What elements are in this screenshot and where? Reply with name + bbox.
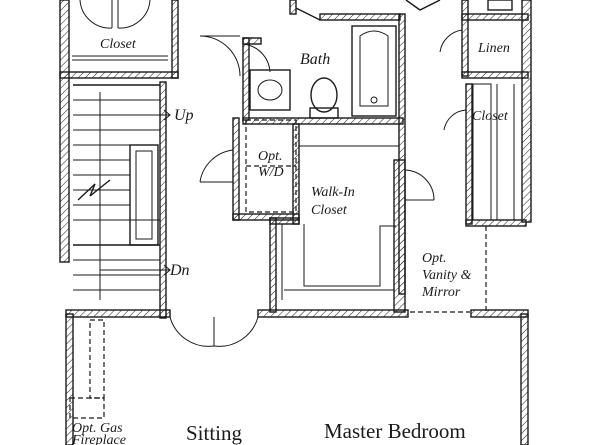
top-closet	[59, 0, 179, 79]
fireplace	[69, 319, 105, 419]
sitting-label: Sitting	[186, 421, 243, 445]
walk-in-closet-label-text-line: Closet	[311, 203, 348, 218]
opt-wd-label: Opt.W/D	[258, 149, 284, 180]
vanity-label-text-line: Opt.	[422, 251, 447, 266]
closet-top-label: Closet	[100, 37, 137, 52]
stair-up-label: Up	[174, 107, 194, 124]
opt-wd-label-text-line: W/D	[258, 165, 284, 180]
closet-right-label: Closet	[472, 109, 509, 124]
vanity-label-text: Opt. Vanity & Mirror	[421, 251, 471, 300]
fireplace-label-text-line: Fireplace	[71, 433, 126, 445]
vanity-label: Opt. Vanity & Mirror	[421, 251, 471, 300]
vanity-label-text-line: Mirror	[421, 285, 461, 300]
linen-and-closet	[439, 0, 529, 227]
walk-in-closet-label-text-line: Walk-In	[311, 185, 355, 200]
opt-wd-label-text-line: Opt.	[258, 149, 283, 164]
bedroom-double-door	[169, 316, 259, 347]
linen-label: Linen	[477, 41, 510, 56]
walk-in-closet	[269, 123, 435, 313]
opt-wd-label-text: Opt.W/D	[258, 149, 284, 180]
opt-wd	[199, 117, 300, 221]
master-bedroom-label: Master Bedroom	[324, 419, 466, 443]
fireplace-label-text-line: Opt. Gas	[72, 421, 123, 436]
bath-label: Bath	[300, 51, 330, 68]
vanity-area	[410, 226, 487, 313]
stair-down-label: Dn	[169, 262, 190, 279]
hall-door-swing	[199, 35, 241, 77]
exterior-walls	[59, 0, 532, 445]
vanity-label-text-line: Vanity &	[422, 268, 471, 283]
staircase	[73, 81, 171, 319]
